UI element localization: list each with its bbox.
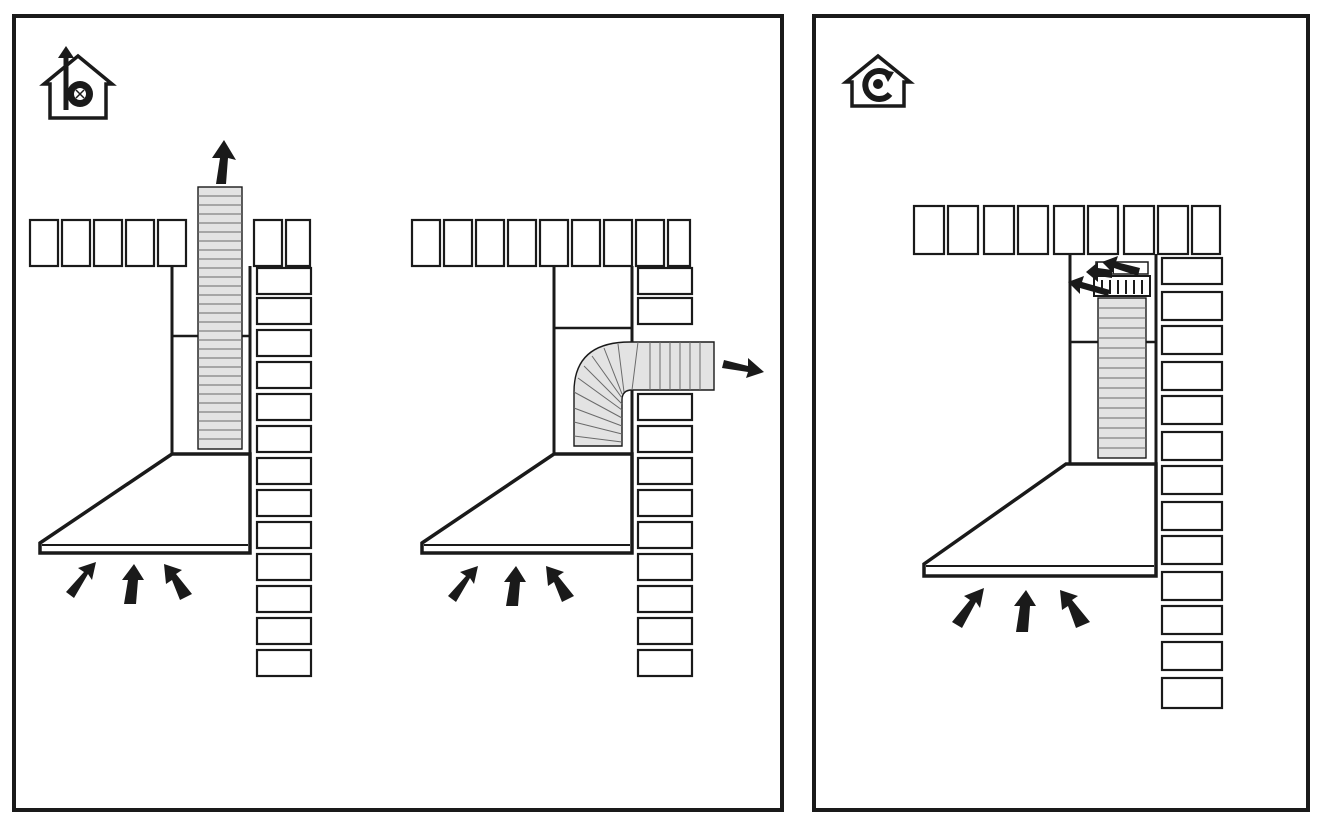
hood-canopy-a xyxy=(38,452,252,555)
hood-canopy-b xyxy=(420,452,634,555)
recirculation-mode-panel xyxy=(812,14,1310,812)
duct-pipe-inner xyxy=(1097,297,1147,459)
wall-bricks-a xyxy=(255,266,313,678)
wall-bricks-b xyxy=(636,266,694,678)
house-ducted-exhaust-icon xyxy=(39,46,117,120)
duct-elbow xyxy=(573,341,715,447)
ceiling-bricks-c xyxy=(912,204,1222,256)
ceiling-bricks-a xyxy=(28,218,312,268)
ducted-mode-panel xyxy=(12,14,784,812)
recirculation-outlet-arrows xyxy=(1068,256,1140,296)
elbow-duct-through-wall xyxy=(410,218,764,678)
hood-canopy-c xyxy=(922,462,1158,578)
wall-bricks-c xyxy=(1160,256,1224,710)
intake-arrows-a xyxy=(66,562,192,604)
intake-arrows-c xyxy=(952,588,1090,632)
intake-arrows-b xyxy=(448,566,574,606)
duct-pipe-vertical xyxy=(197,186,243,450)
recirculation-filter-outlet xyxy=(912,204,1224,710)
panel-frame xyxy=(812,14,1310,812)
panel-frame xyxy=(12,14,784,812)
vertical-duct-through-ceiling xyxy=(28,140,313,678)
house-recirculation-icon xyxy=(841,53,915,108)
exhaust-arrow-up xyxy=(212,140,236,184)
exhaust-arrow-right xyxy=(722,358,764,378)
ceiling-bricks-b xyxy=(410,218,692,268)
